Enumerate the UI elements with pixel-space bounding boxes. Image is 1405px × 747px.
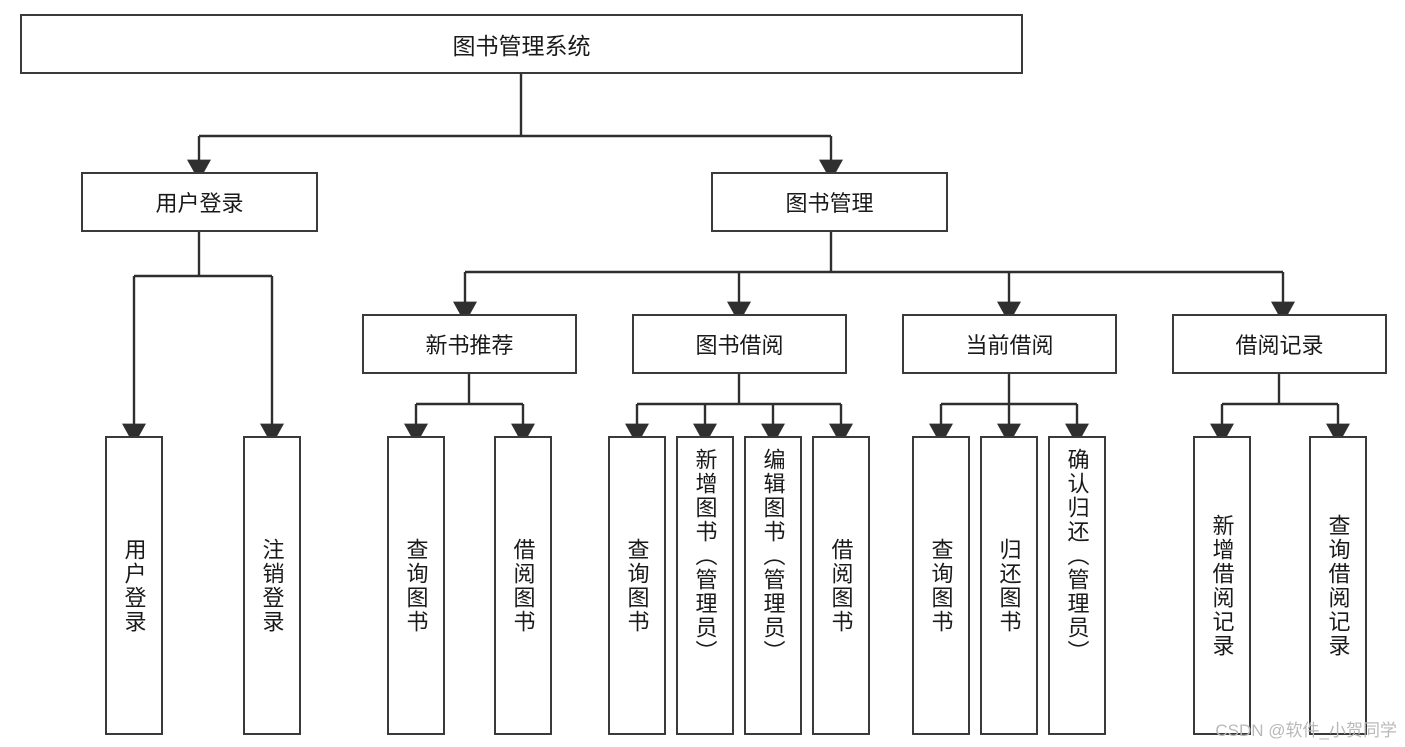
leaf-query-book-1[interactable]: 查询图书 (387, 436, 445, 735)
node-new-book-rec-label: 新书推荐 (425, 333, 514, 358)
node-new-book-rec[interactable]: 新书推荐 (362, 314, 577, 374)
node-current-borrow[interactable]: 当前借阅 (902, 314, 1117, 374)
leaf-add-book[interactable]: 新增图书（管理员） (676, 436, 734, 735)
node-borrow-record-label: 借阅记录 (1235, 333, 1324, 358)
node-user-login[interactable]: 用户登录 (81, 172, 318, 232)
node-root-label: 图书管理系统 (452, 33, 591, 59)
leaf-edit-book-label: 编辑图书（管理员） (760, 448, 786, 664)
node-book-borrow[interactable]: 图书借阅 (632, 314, 847, 374)
leaf-add-book-label: 新增图书（管理员） (692, 448, 718, 664)
leaf-borrow-book-2-label: 借阅图书 (828, 537, 854, 634)
leaf-user-login[interactable]: 用户登录 (105, 436, 163, 735)
leaf-query-book-1-label: 查询图书 (403, 537, 429, 634)
leaf-add-record[interactable]: 新增借阅记录 (1193, 436, 1251, 735)
leaf-query-book-2-label: 查询图书 (624, 537, 650, 634)
leaf-logout[interactable]: 注销登录 (243, 436, 301, 735)
node-book-manage-label: 图书管理 (785, 191, 874, 216)
leaf-add-record-label: 新增借阅记录 (1209, 513, 1235, 658)
leaf-logout-label: 注销登录 (259, 537, 285, 634)
leaf-return-book-label: 归还图书 (996, 537, 1022, 634)
leaf-query-book-3-label: 查询图书 (928, 537, 954, 634)
leaf-borrow-book-1[interactable]: 借阅图书 (494, 436, 552, 735)
leaf-borrow-book-2[interactable]: 借阅图书 (812, 436, 870, 735)
leaf-query-record[interactable]: 查询借阅记录 (1309, 436, 1367, 735)
leaf-confirm-return[interactable]: 确认归还（管理员） (1048, 436, 1106, 735)
node-borrow-record[interactable]: 借阅记录 (1172, 314, 1387, 374)
node-root[interactable]: 图书管理系统 (20, 14, 1023, 74)
node-book-manage[interactable]: 图书管理 (711, 172, 948, 232)
leaf-borrow-book-1-label: 借阅图书 (510, 537, 536, 634)
node-current-borrow-label: 当前借阅 (965, 333, 1054, 358)
leaf-query-book-2[interactable]: 查询图书 (608, 436, 666, 735)
leaf-edit-book[interactable]: 编辑图书（管理员） (744, 436, 802, 735)
node-book-borrow-label: 图书借阅 (695, 333, 784, 358)
leaf-query-book-3[interactable]: 查询图书 (912, 436, 970, 735)
leaf-return-book[interactable]: 归还图书 (980, 436, 1038, 735)
leaf-confirm-return-label: 确认归还（管理员） (1064, 448, 1090, 664)
leaf-query-record-label: 查询借阅记录 (1325, 513, 1351, 658)
node-user-login-label: 用户登录 (155, 191, 244, 216)
leaf-user-login-label: 用户登录 (121, 537, 147, 634)
